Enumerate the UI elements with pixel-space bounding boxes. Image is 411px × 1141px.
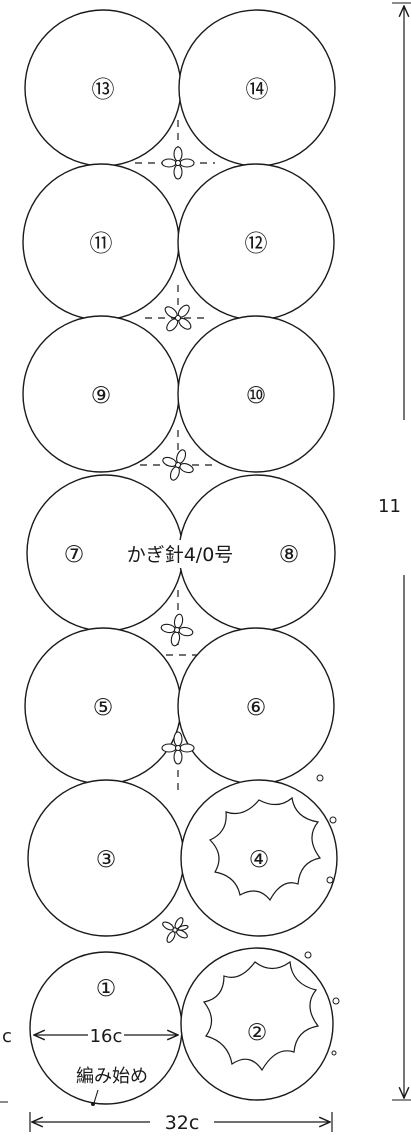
motif-number-10: ⑩ [246,383,267,409]
small-loop-icon [316,774,324,782]
hook-label-bg [100,540,260,568]
small-loop-icon [332,997,340,1005]
motif-number-14: ⑭ [246,77,269,103]
start-point-pointer [93,1089,99,1104]
motif-number-8: ⑧ [279,542,300,568]
motif-number-11: ⑪ [90,231,113,257]
petal-flowers [202,774,340,1072]
small-flower-icon [161,146,195,180]
motif-number-3: ③ [96,847,117,873]
small-flower-icon [162,917,189,943]
small-flower-icon [161,731,195,765]
small-loop-icon [331,1050,337,1056]
motif-number-9: ⑨ [91,383,112,409]
joining-flowers [160,146,195,943]
motif-numbers: ⑬ ⑭ ⑪ ⑫ ⑨ ⑩ ⑦ ⑧ ⑤ ⑥ ③ ④ ① ② [64,77,300,1046]
motif-number-7: ⑦ [64,542,85,568]
start-point-dot [91,1102,95,1106]
small-flower-icon [160,613,194,647]
small-flower-icon [164,304,192,332]
left-edge-fragment: c [2,1026,12,1047]
motif-number-13: ⑬ [92,77,115,103]
small-loop-icon [304,951,312,959]
small-loop-icon [326,876,334,884]
small-flower-icon [162,449,194,481]
motif-number-1: ① [96,976,117,1002]
motif-number-5: ⑤ [93,695,114,721]
motif-number-2: ② [247,1020,268,1046]
motif-circle-2 [180,947,334,1101]
hook-size-label: かぎ針4/0号 [127,544,234,566]
motif-circles [22,9,338,1105]
petal-flower-icon-2 [202,960,320,1072]
motif-circle-10 [177,315,335,473]
petal-flower-icon-4 [208,796,322,902]
small-loop-icon [329,816,337,824]
motif-circle-4 [180,779,338,937]
motif-number-6: ⑥ [246,695,267,721]
start-point-label: 編み始め [76,1066,148,1087]
motif-number-4: ④ [249,847,270,873]
motif-width-label: 16c [90,1026,123,1047]
total-width-label: 32c [165,1112,200,1134]
motif-number-12: ⑫ [245,231,268,257]
total-length-label: 11 [378,496,401,517]
